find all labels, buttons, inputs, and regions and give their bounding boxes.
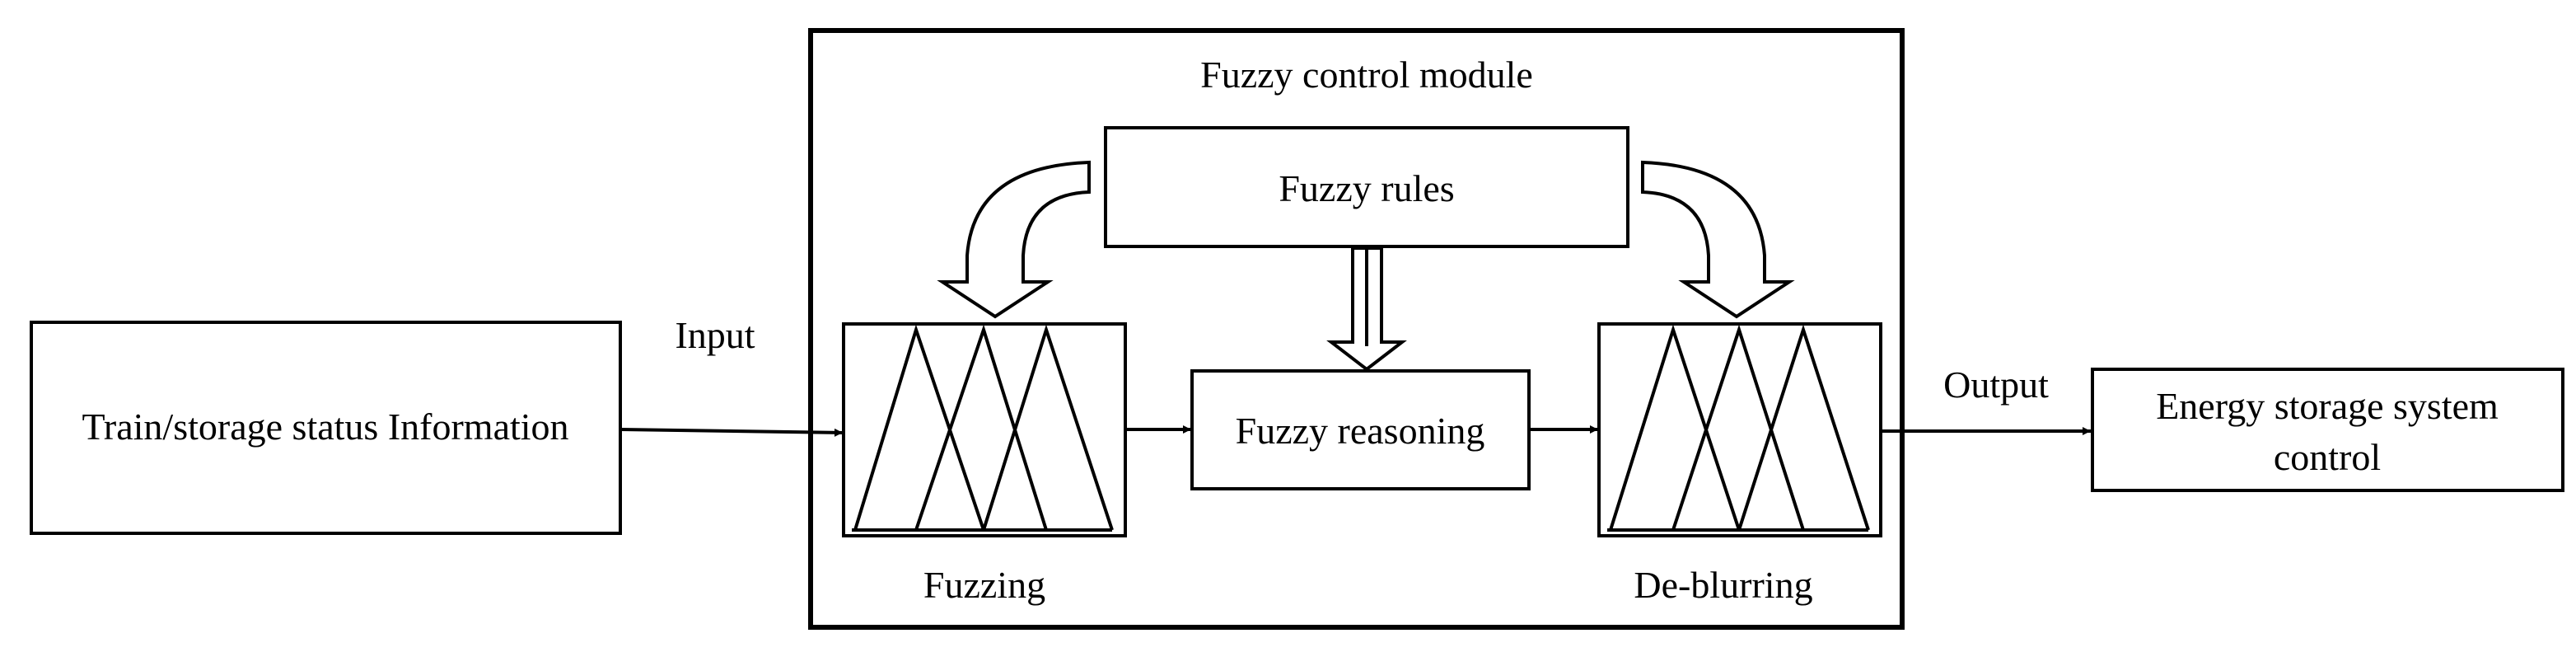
- input-label: Input: [675, 314, 755, 356]
- train-status-box: [30, 321, 622, 535]
- fuzzy-rules-label: Fuzzy rules: [1279, 167, 1454, 209]
- energy-storage-control-box: [2091, 368, 2564, 492]
- train-status-label: Train/storage status Information: [82, 406, 568, 448]
- fuzzing-label: Fuzzing: [923, 564, 1045, 606]
- output-label: Output: [1943, 364, 2049, 406]
- energy-storage-label-line2: control: [2274, 436, 2381, 478]
- rules-to-deblurring-curved-arrow-icon: [1641, 160, 1795, 319]
- input-arrow-icon: [619, 428, 844, 437]
- fuzzy-reasoning-label: Fuzzy reasoning: [1236, 410, 1485, 452]
- fuzzing-membership-functions-icon: [852, 324, 1114, 532]
- energy-storage-label-line1: Energy storage system: [2156, 385, 2499, 427]
- fuzzy-control-module-box: [808, 28, 1905, 630]
- deblurring-membership-functions-icon: [1607, 324, 1870, 532]
- module-title: Fuzzy control module: [1200, 54, 1533, 96]
- rules-to-fuzzing-curved-arrow-icon: [937, 160, 1091, 319]
- deblurring-label: De-blurring: [1634, 564, 1812, 606]
